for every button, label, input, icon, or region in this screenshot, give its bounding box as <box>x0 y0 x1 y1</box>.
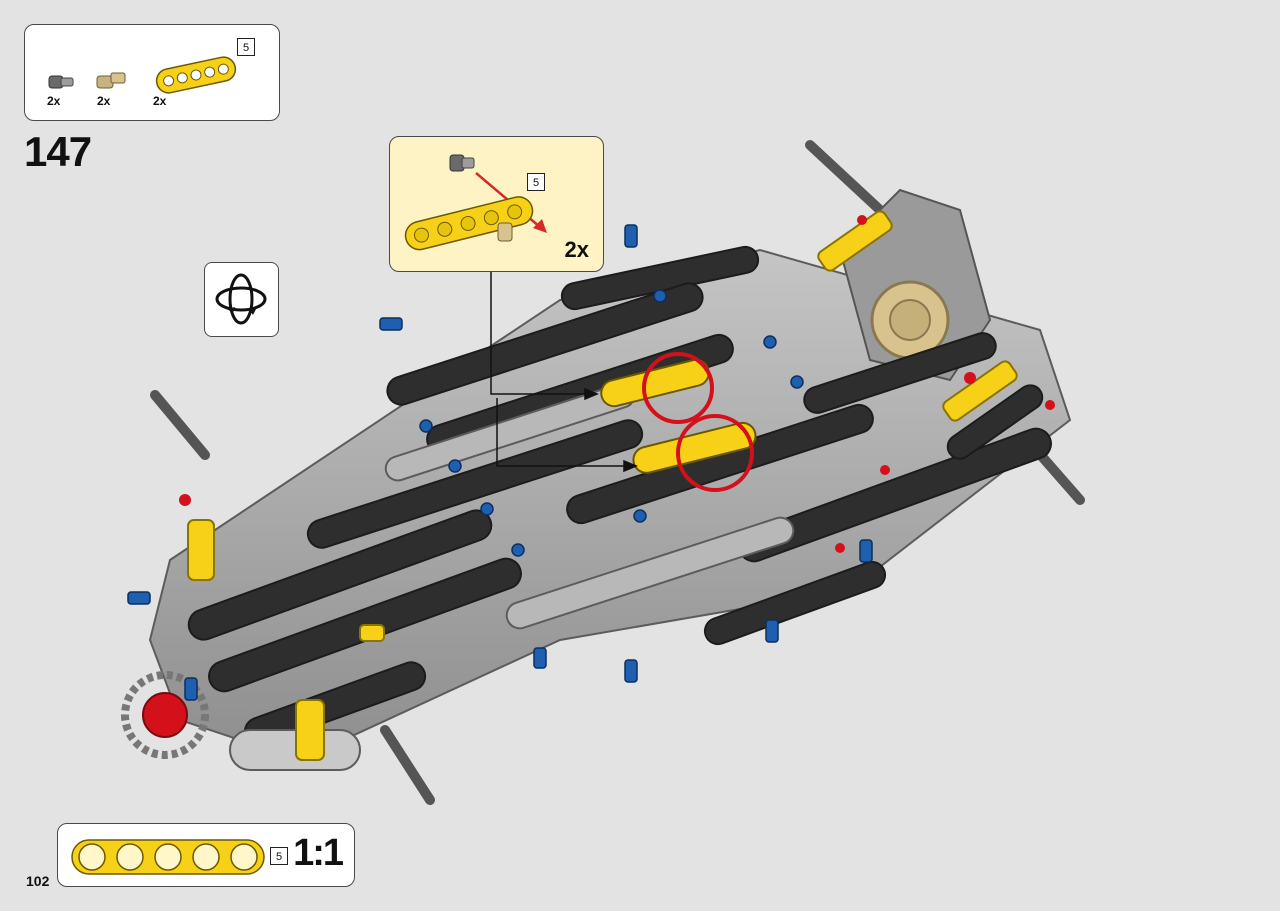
scale-beam-length: 5 <box>270 847 288 865</box>
part-qty: 2x <box>153 94 167 108</box>
highlight-circles <box>642 352 754 492</box>
rotate-model-indicator <box>204 262 279 337</box>
callout-quantity: 2x <box>564 237 589 262</box>
page-number: 102 <box>26 873 50 889</box>
axle-pin-tan-icon <box>95 70 127 97</box>
rotate-icon <box>215 273 267 325</box>
scale-ratio: 1:1 <box>293 832 344 874</box>
sub-assembly-callout: 5 2x <box>389 136 604 272</box>
beam-length-label: 5 <box>237 38 255 56</box>
beam-5-actual-size-icon <box>71 839 265 875</box>
part-qty: 2x <box>47 94 61 108</box>
callout-beam-length: 5 <box>527 173 545 191</box>
callout-diagram <box>404 154 547 251</box>
step-number: 147 <box>24 128 92 175</box>
parts-list-panel: 2x 2x 2x 5 <box>24 24 280 121</box>
part-qty: 2x <box>97 94 111 108</box>
scale-reference-panel: 5 1:1 <box>57 823 355 887</box>
yellow-beam-5-icon <box>153 55 239 100</box>
pin-with-bush-icon <box>47 73 75 96</box>
